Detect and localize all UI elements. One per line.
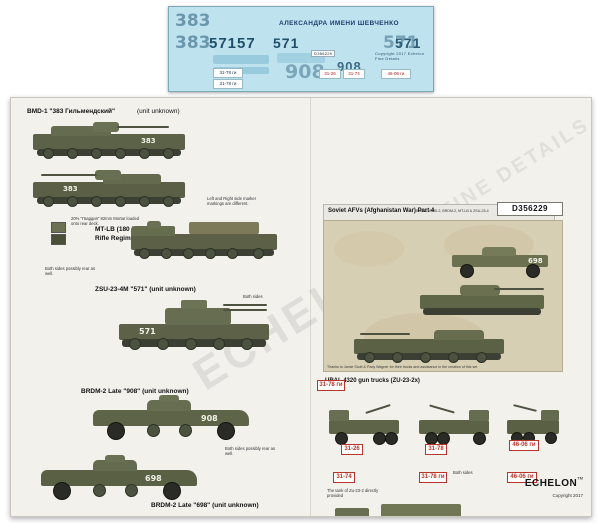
- box-art-panel: 698: [323, 220, 563, 372]
- title-main: Soviet AFVs (Afghanistan War) Part 4: [328, 208, 435, 214]
- caption-mtlb: MT-LB (180 Motorised: [95, 226, 163, 233]
- caption-bmd1-sub: (unit unknown): [137, 108, 180, 115]
- decal-label-1: 31-78 ги: [213, 79, 243, 89]
- brand-logo: ECHELONTM Copyright 2017: [525, 473, 583, 498]
- vehicle-ural-2: [415, 398, 495, 450]
- art-credit: Thanks to Jamie Scott & Pady Wagner for …: [327, 365, 478, 369]
- vehicle-ural-big: [329, 494, 479, 516]
- marking-brdm-908: 908: [201, 414, 218, 423]
- vehicle-bmd1-bottom: 383: [33, 168, 193, 208]
- title-sub: BMD-1, BMD-2, BRDM-2, MT-LB & ZSU-23-4: [416, 209, 489, 213]
- decal-vehicle-outline-3: [277, 53, 325, 63]
- caption-mtlb-2: Rifle Regiment): [95, 235, 143, 242]
- color-swatch-green: [51, 222, 66, 233]
- stencil-31-74: 31-74: [333, 472, 355, 483]
- stencil-46-06-gi: 46-06 ги: [509, 440, 539, 451]
- decal-number-large-1: 383: [175, 11, 211, 31]
- marking-bmd1-383-bottom: 383: [63, 185, 78, 193]
- decal-sheet-preview: 383 383 908 571 АЛЕКСАНДРА ИМЕНИ ШЕВЧЕНК…: [168, 6, 434, 92]
- stencil-31-26: 31-26: [341, 444, 363, 455]
- caption-ural: URAL 4320 gun trucks (ZU-23-2x): [325, 378, 420, 384]
- brand-tm: TM: [577, 475, 583, 481]
- decal-vehicle-outline-1: [213, 55, 269, 64]
- art-vehicle-3: [354, 325, 514, 365]
- caption-zsu: ZSU-23-4M "571" (unit unknown): [95, 286, 196, 293]
- marking-brdm-698: 698: [145, 474, 162, 483]
- decal-label-3: 31-26: [319, 69, 341, 79]
- vehicle-brdm2-698: 698: [37, 454, 207, 500]
- decal-label-5: 46-06 ги: [381, 69, 411, 79]
- copyright-text: Copyright 2017: [552, 493, 583, 498]
- art-vehicle-1: 698: [452, 243, 552, 278]
- vehicle-brdm2-908: 908: [89, 394, 259, 440]
- vehicle-zsu234: 571: [119, 294, 283, 352]
- vehicle-ural-1: [325, 398, 405, 450]
- decal-sheet-title: АЛЕКСАНДРА ИМЕНИ ШЕВЧЕНКО: [279, 20, 399, 27]
- caption-brdm908: BRDM-2 Late "908" (unit unknown): [81, 388, 189, 395]
- vehicle-mtlb: [131, 218, 281, 262]
- note-zu23-2: The tank of Zu-23-2 directly provided: [327, 488, 379, 499]
- instruction-sheet: ECHELON FINE DETAILS BMD-1 "383 Гильменд…: [10, 97, 592, 517]
- decal-number-row: 57157: [209, 35, 256, 52]
- caption-brdm698: BRDM-2 Late "698" (unit unknown): [151, 502, 259, 509]
- stencil-31-78-gi-a: 31-78 ги: [317, 380, 345, 391]
- note-both-sides-3: Both sides possibly rear as well.: [225, 446, 276, 457]
- brand-name: ECHELON: [524, 478, 578, 489]
- color-swatch-dark-green: [51, 234, 66, 245]
- decal-number-large-2: 383: [175, 33, 211, 53]
- vehicle-ural-small: [497, 504, 567, 516]
- stencil-31-78: 31-78: [425, 444, 447, 455]
- note-advance-marking: Both sides: [453, 470, 473, 475]
- decal-number-571: 571: [273, 35, 300, 51]
- sheet-fold-line: [310, 98, 311, 516]
- note-mortar: 20% "Гвардия" 82mm Mortar loaded onto re…: [71, 216, 140, 227]
- decal-number-large-4: 571: [383, 33, 419, 53]
- art-marking-698: 698: [528, 257, 543, 265]
- note-markings-differ: Left and Right side marker markings are …: [207, 196, 257, 207]
- marking-bmd1-383-top: 383: [141, 137, 156, 145]
- art-vehicle-2: [420, 281, 550, 321]
- decal-copyright: Copyright 2017 Echelon Fine Details: [375, 51, 425, 61]
- caption-bmd1: BMD-1 "383 Гильмендский": [27, 108, 116, 115]
- marking-zsu-571: 571: [139, 327, 156, 336]
- stencil-46-06-gi-b: 46-06 ги: [507, 472, 537, 483]
- product-code: D356229: [497, 202, 563, 216]
- decal-number-large-3: 908: [285, 61, 325, 83]
- note-both-sides-2: Both sides: [243, 294, 263, 299]
- decal-number-698: 571: [395, 35, 422, 51]
- note-both-sides-1: Both sides possibly rear as well.: [45, 266, 96, 277]
- decal-label-4: 31-74: [343, 69, 365, 79]
- decal-product-code: D356229: [311, 50, 336, 57]
- vehicle-bmd1-top: 383: [33, 120, 193, 160]
- stencil-31-78-gi-b: 31-78 ги: [419, 472, 447, 483]
- decal-label-2: 31-78 ги: [213, 68, 243, 78]
